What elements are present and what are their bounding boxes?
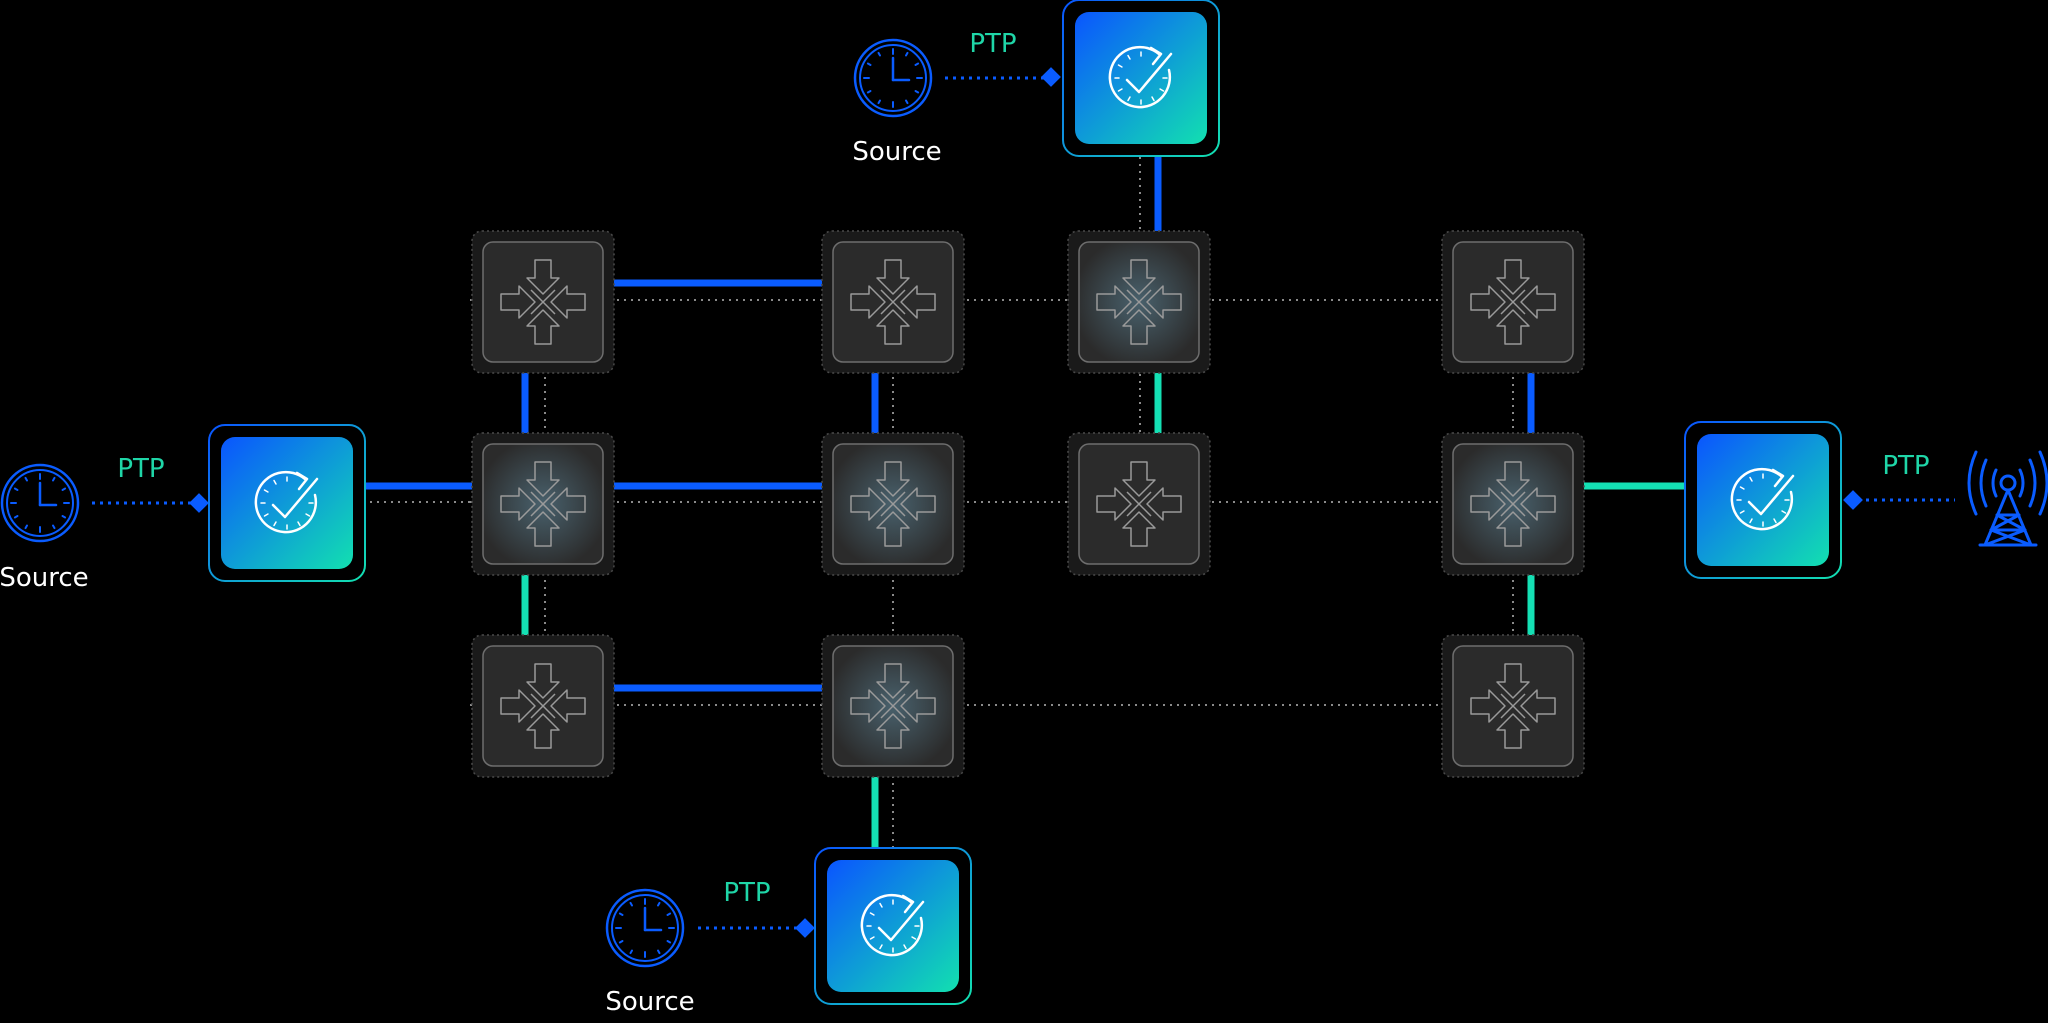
switch-node	[471, 230, 615, 374]
source-label-top: Source	[852, 137, 941, 167]
converging-arrows-icon	[500, 663, 586, 749]
ptp-label-left: PTP	[117, 454, 164, 484]
clock-icon	[0, 463, 80, 543]
converging-arrows-icon	[850, 461, 936, 547]
clock-check-icon	[1108, 45, 1173, 109]
switch-node	[821, 432, 965, 576]
converging-arrows-icon	[1470, 461, 1556, 547]
converging-arrows-icon	[1096, 259, 1182, 345]
converging-arrows-icon	[1470, 259, 1556, 345]
converging-arrows-icon	[1470, 663, 1556, 749]
switch-node	[1067, 230, 1211, 374]
diamond-connector-icons	[189, 67, 1863, 938]
switch-node	[1441, 634, 1585, 778]
timing-node	[1684, 421, 1842, 579]
source-label-bottom: Source	[605, 987, 694, 1017]
switch-node	[821, 634, 965, 778]
timing-node	[814, 847, 972, 1005]
switch-node	[821, 230, 965, 374]
switch-node	[471, 634, 615, 778]
links	[365, 155, 1685, 852]
converging-arrows-icon	[1096, 461, 1182, 547]
converging-arrows-icon	[850, 259, 936, 345]
ptp-label-right: PTP	[1882, 451, 1929, 481]
switch-node	[1441, 432, 1585, 576]
switch-node	[1067, 432, 1211, 576]
converging-arrows-icon	[850, 663, 936, 749]
radio-tower-icon	[1967, 450, 2048, 547]
timing-node	[1062, 0, 1220, 157]
ptp-source-links	[92, 76, 1955, 930]
clock-check-icon	[860, 893, 925, 957]
switch-node	[1441, 230, 1585, 374]
switch-node	[471, 432, 615, 576]
ptp-label-top: PTP	[969, 29, 1016, 59]
clock-icon	[605, 888, 685, 968]
clock-check-icon	[254, 470, 319, 534]
ptp-label-bottom: PTP	[723, 878, 770, 908]
clock-icon	[853, 38, 933, 118]
timing-node	[208, 424, 366, 582]
converging-arrows-icon	[500, 461, 586, 547]
clock-check-icon	[1730, 467, 1795, 531]
source-label-left: Source	[0, 563, 89, 593]
converging-arrows-icon	[500, 259, 586, 345]
